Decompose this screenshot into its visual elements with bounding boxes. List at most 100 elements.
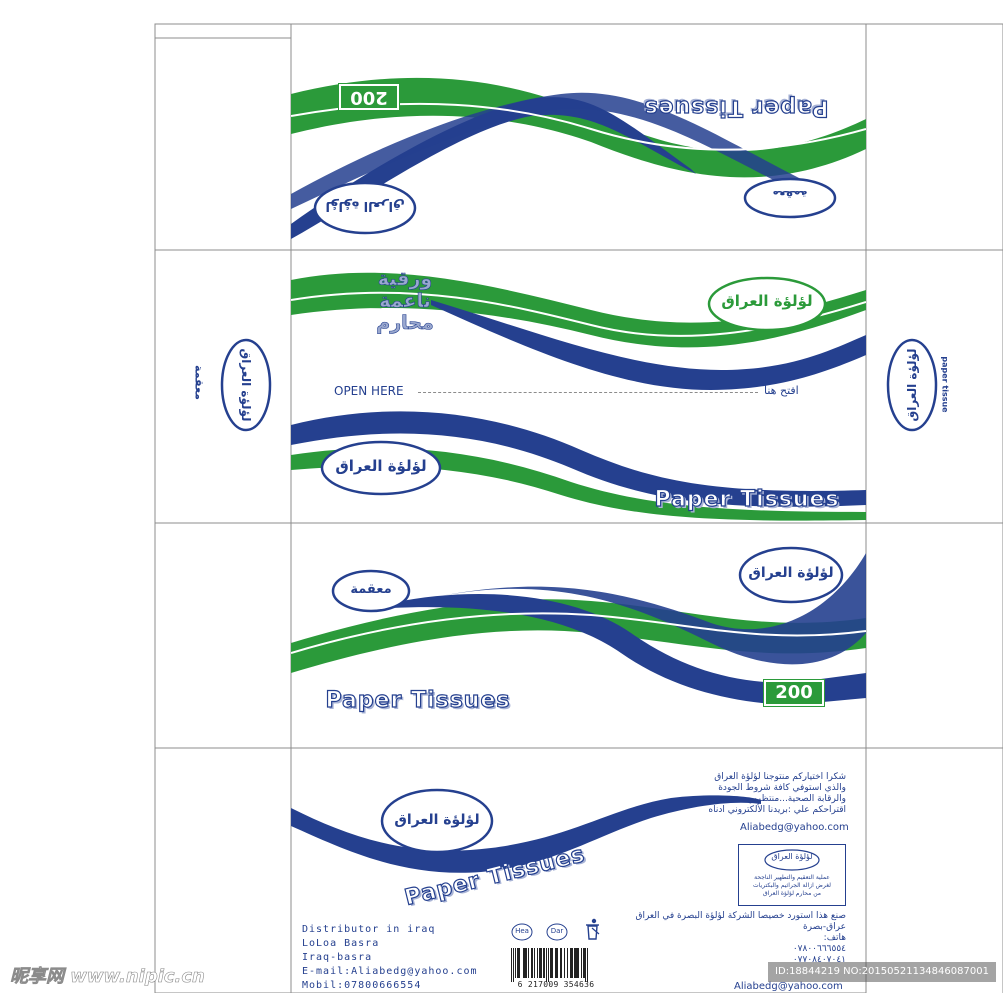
dar-label: Dar	[550, 927, 564, 935]
email-right: Aliabedg@yahoo.com	[740, 822, 849, 833]
barcode-bar	[581, 948, 582, 978]
barcode-bar	[546, 948, 547, 982]
count-badge-top: 200	[338, 83, 400, 111]
barcode-bar	[511, 948, 512, 982]
oval-logo-top-right	[743, 177, 837, 219]
barcode-bar	[543, 948, 545, 978]
barcode-bar	[537, 948, 538, 978]
made-line: ٠٧٨٠٠٦٦٦٥٥٤	[792, 944, 846, 954]
oval-sterilized-front	[331, 569, 411, 613]
barcode-bar	[528, 948, 529, 978]
oval-logo-front-right	[738, 546, 844, 604]
sterilized-front: معقمة	[350, 582, 392, 597]
arabic-name-left-flap: لؤلؤة العراق	[239, 348, 253, 422]
front-panel-waves	[291, 553, 866, 705]
barcode: 6 217009 354636	[507, 946, 605, 992]
side-label-right: paper tissue	[940, 356, 950, 413]
count-badge-front: 200	[763, 679, 825, 707]
open-here-arabic: افتح هنا	[764, 384, 799, 397]
thanks-text: شكرا اختياركم منتوجنا لؤلؤة العراق والذي…	[640, 772, 846, 816]
watermark-right: ID:18844219 NO:20150521134846087001	[768, 962, 996, 982]
barcode-bar	[523, 948, 525, 978]
barcode-bar	[564, 948, 565, 978]
barcode-bar	[557, 948, 558, 978]
made-in-text: صنع هذا استورد خصيصا الشركة لؤلؤة البصرة…	[612, 911, 846, 966]
made-line: صنع هذا استورد خصيصا الشركة لؤلؤة البصرة…	[635, 911, 846, 921]
email-bottom: Aliabedg@yahoo.com	[734, 981, 843, 992]
title-top: Paper Tissues	[643, 94, 829, 120]
thanks-line: شكرا اختياركم منتوجنا لؤلؤة العراق	[714, 772, 846, 782]
arabic-name-open-left: لؤلؤة العراق	[335, 457, 427, 475]
arabic-name-hygiene: لؤلؤة العراق	[771, 852, 813, 861]
oval-logo-hygiene	[764, 849, 820, 871]
made-line: عراق-بصرة	[802, 922, 846, 932]
barcode-digits: 6 217009 354636	[517, 980, 595, 989]
barcode-bar	[570, 948, 572, 978]
distributor-line: Mobil:07800666554	[302, 980, 422, 991]
title-front: Paper Tissues	[325, 687, 511, 713]
bottom-panel-swoosh	[291, 795, 761, 873]
barcode-bar	[578, 948, 579, 978]
hygiene-text: عملية التعقيم والتطهير الناجحة لغرض ازال…	[741, 874, 843, 898]
made-line: هاتف:	[823, 933, 846, 943]
arabic-name-top-right: معقمة	[772, 188, 808, 201]
barcode-bar	[576, 948, 578, 978]
watermark-left: 昵享网 www.nipic.cn	[10, 966, 205, 988]
distributor-line: Distributor in iraq	[302, 924, 436, 935]
barcode-bar	[515, 948, 516, 978]
hygiene-line: عملية التعقيم والتطهير الناجحة	[754, 874, 830, 881]
arabic-name-bottom: لؤلؤة العراق	[394, 812, 480, 828]
distributor-line: Iraq-basra	[302, 952, 373, 963]
oval-logo-open-left	[320, 440, 442, 496]
barcode-bar	[574, 948, 576, 978]
title-open: Paper Tissues	[654, 486, 840, 512]
barcode-bar	[534, 948, 535, 978]
barcode-bar	[517, 948, 519, 978]
hygiene-box: لؤلؤة العراق عملية التعقيم والتطهير النا…	[738, 844, 846, 906]
barcode-bar	[587, 948, 588, 982]
barcode-bar	[525, 948, 527, 978]
arabic-name-top-left: لؤلؤة العراق	[325, 198, 405, 213]
hea-label: Hea	[515, 927, 529, 935]
barcode-bar	[539, 948, 541, 978]
thanks-line: اقتراحكم علي :بريدنا الألكتروني ادناه	[708, 805, 846, 815]
oval-logo-open-right	[707, 276, 827, 332]
oval-logo-bottom	[380, 788, 494, 854]
hygiene-line: لغرض ازالة الجراثيم والبكتريات	[753, 882, 831, 889]
barcode-bars	[511, 948, 588, 982]
hygiene-line: من محارم لؤلؤة العراق	[762, 890, 822, 897]
barcode-bar	[513, 948, 514, 982]
barcode-bar	[548, 948, 549, 982]
barcode-bar	[531, 948, 533, 978]
barcode-bar	[560, 948, 562, 978]
barcode-bar	[550, 948, 552, 978]
barcode-bar	[555, 948, 557, 978]
barcode-bar	[552, 948, 553, 978]
thanks-line: والذي استوفي كافة شروط الجودة	[718, 783, 846, 793]
oval-logo-right-flap	[886, 338, 938, 432]
barcode-bar	[572, 948, 573, 978]
arabic-tagline-line2: محارم	[376, 312, 434, 335]
perforation-line	[418, 392, 758, 393]
arabic-tagline: ورقية ناعمة محارم	[350, 268, 460, 335]
barcode-bar	[519, 948, 520, 978]
oval-logo-top-left	[313, 181, 417, 235]
arabic-tagline-line1: ورقية ناعمة	[377, 268, 433, 313]
oval-logo-left-flap	[220, 338, 272, 432]
distributor-block: Distributor in iraq LoLoa Basra Iraq-bas…	[302, 923, 502, 993]
distributor-line: E-mail:Aliabedg@yahoo.com	[302, 966, 478, 977]
arabic-name-front: لؤلؤة العراق	[748, 565, 834, 581]
barcode-bar	[583, 948, 585, 978]
arabic-name-open-right: لؤلؤة العراق	[721, 292, 813, 310]
barcode-bar	[541, 948, 542, 978]
sterilized-left-flap: معقمة	[192, 365, 206, 400]
thanks-line: والرقابة الصحية...منتظرين	[747, 794, 846, 804]
arabic-name-right-flap: لؤلؤة العراق	[905, 348, 919, 422]
open-here-label: OPEN HERE	[334, 384, 404, 398]
dar-icon	[546, 923, 568, 941]
recycle-bin-icon	[586, 918, 600, 940]
barcode-bar	[585, 948, 586, 982]
distributor-line: LoLoa Basra	[302, 938, 380, 949]
